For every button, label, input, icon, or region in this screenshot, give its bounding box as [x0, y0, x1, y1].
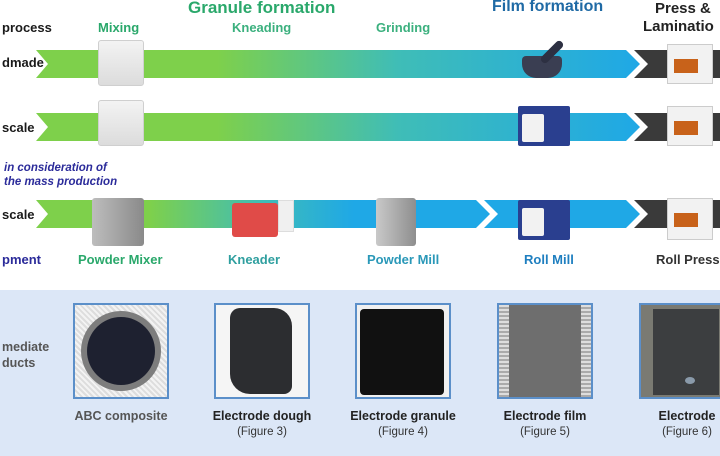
step-kneading: Kneading [232, 20, 292, 35]
figure-ref-3: (Figure 3) [237, 426, 287, 438]
intermediate-label-line1: mediate [2, 340, 50, 354]
equipment-roll-press: Roll Press [656, 252, 720, 267]
mass-production-note-line2: the mass production [4, 176, 118, 188]
mixer-device-icon [98, 40, 144, 86]
step-mixing: Mixing [98, 20, 140, 35]
equipment-row-label: pment [2, 252, 41, 267]
equipment-powder-mixer: Powder Mixer [78, 252, 163, 267]
step-grinding: Grinding [376, 20, 431, 35]
film-formation-header: Film formation [492, 0, 604, 15]
figure-ref-5: (Figure 5) [520, 426, 570, 438]
roll-press-icon [667, 44, 713, 84]
electrode-film-image [497, 303, 593, 399]
row-label-lab-scale: scale [2, 120, 35, 135]
abc-composite-image [73, 303, 169, 399]
process-header: process [2, 20, 52, 35]
equipment-powder-mill: Powder Mill [367, 252, 440, 267]
product-electrode: Electrode [658, 409, 716, 423]
press-header-line2: Laminatio [643, 18, 714, 35]
figure-ref-4: (Figure 4) [378, 426, 428, 438]
granule-formation-header: Granule formation [188, 0, 336, 17]
roll-mill-icon [518, 106, 570, 146]
mortar-pestle-icon [522, 56, 562, 78]
electrode-laminated-image [639, 303, 720, 399]
figure-ref-6: (Figure 6) [662, 426, 712, 438]
kneader-icon [232, 203, 278, 237]
mixer-device-icon [98, 100, 144, 146]
roll-press-icon [667, 106, 713, 146]
kneader-panel-icon [278, 200, 294, 232]
press-header-line1: Press & [655, 0, 711, 17]
roll-press-icon [667, 198, 713, 240]
powder-mixer-icon [92, 198, 144, 246]
row-label-handmade: dmade [2, 55, 44, 70]
roll-mill-icon [518, 200, 570, 240]
equipment-kneader: Kneader [228, 252, 281, 267]
product-electrode-film: Electrode film [503, 409, 587, 423]
electrode-granule-image [355, 303, 451, 399]
intermediate-label-line2: ducts [2, 356, 36, 370]
product-electrode-dough: Electrode dough [212, 409, 312, 423]
equipment-roll-mill: Roll Mill [524, 252, 574, 267]
product-electrode-granule: Electrode granule [350, 409, 456, 423]
mass-production-note-line1: in consideration of [4, 162, 107, 174]
electrode-dough-image [214, 303, 310, 399]
powder-mill-icon [376, 198, 416, 246]
row-label-pilot-scale: scale [2, 207, 35, 222]
product-abc-composite: ABC composite [74, 409, 168, 423]
